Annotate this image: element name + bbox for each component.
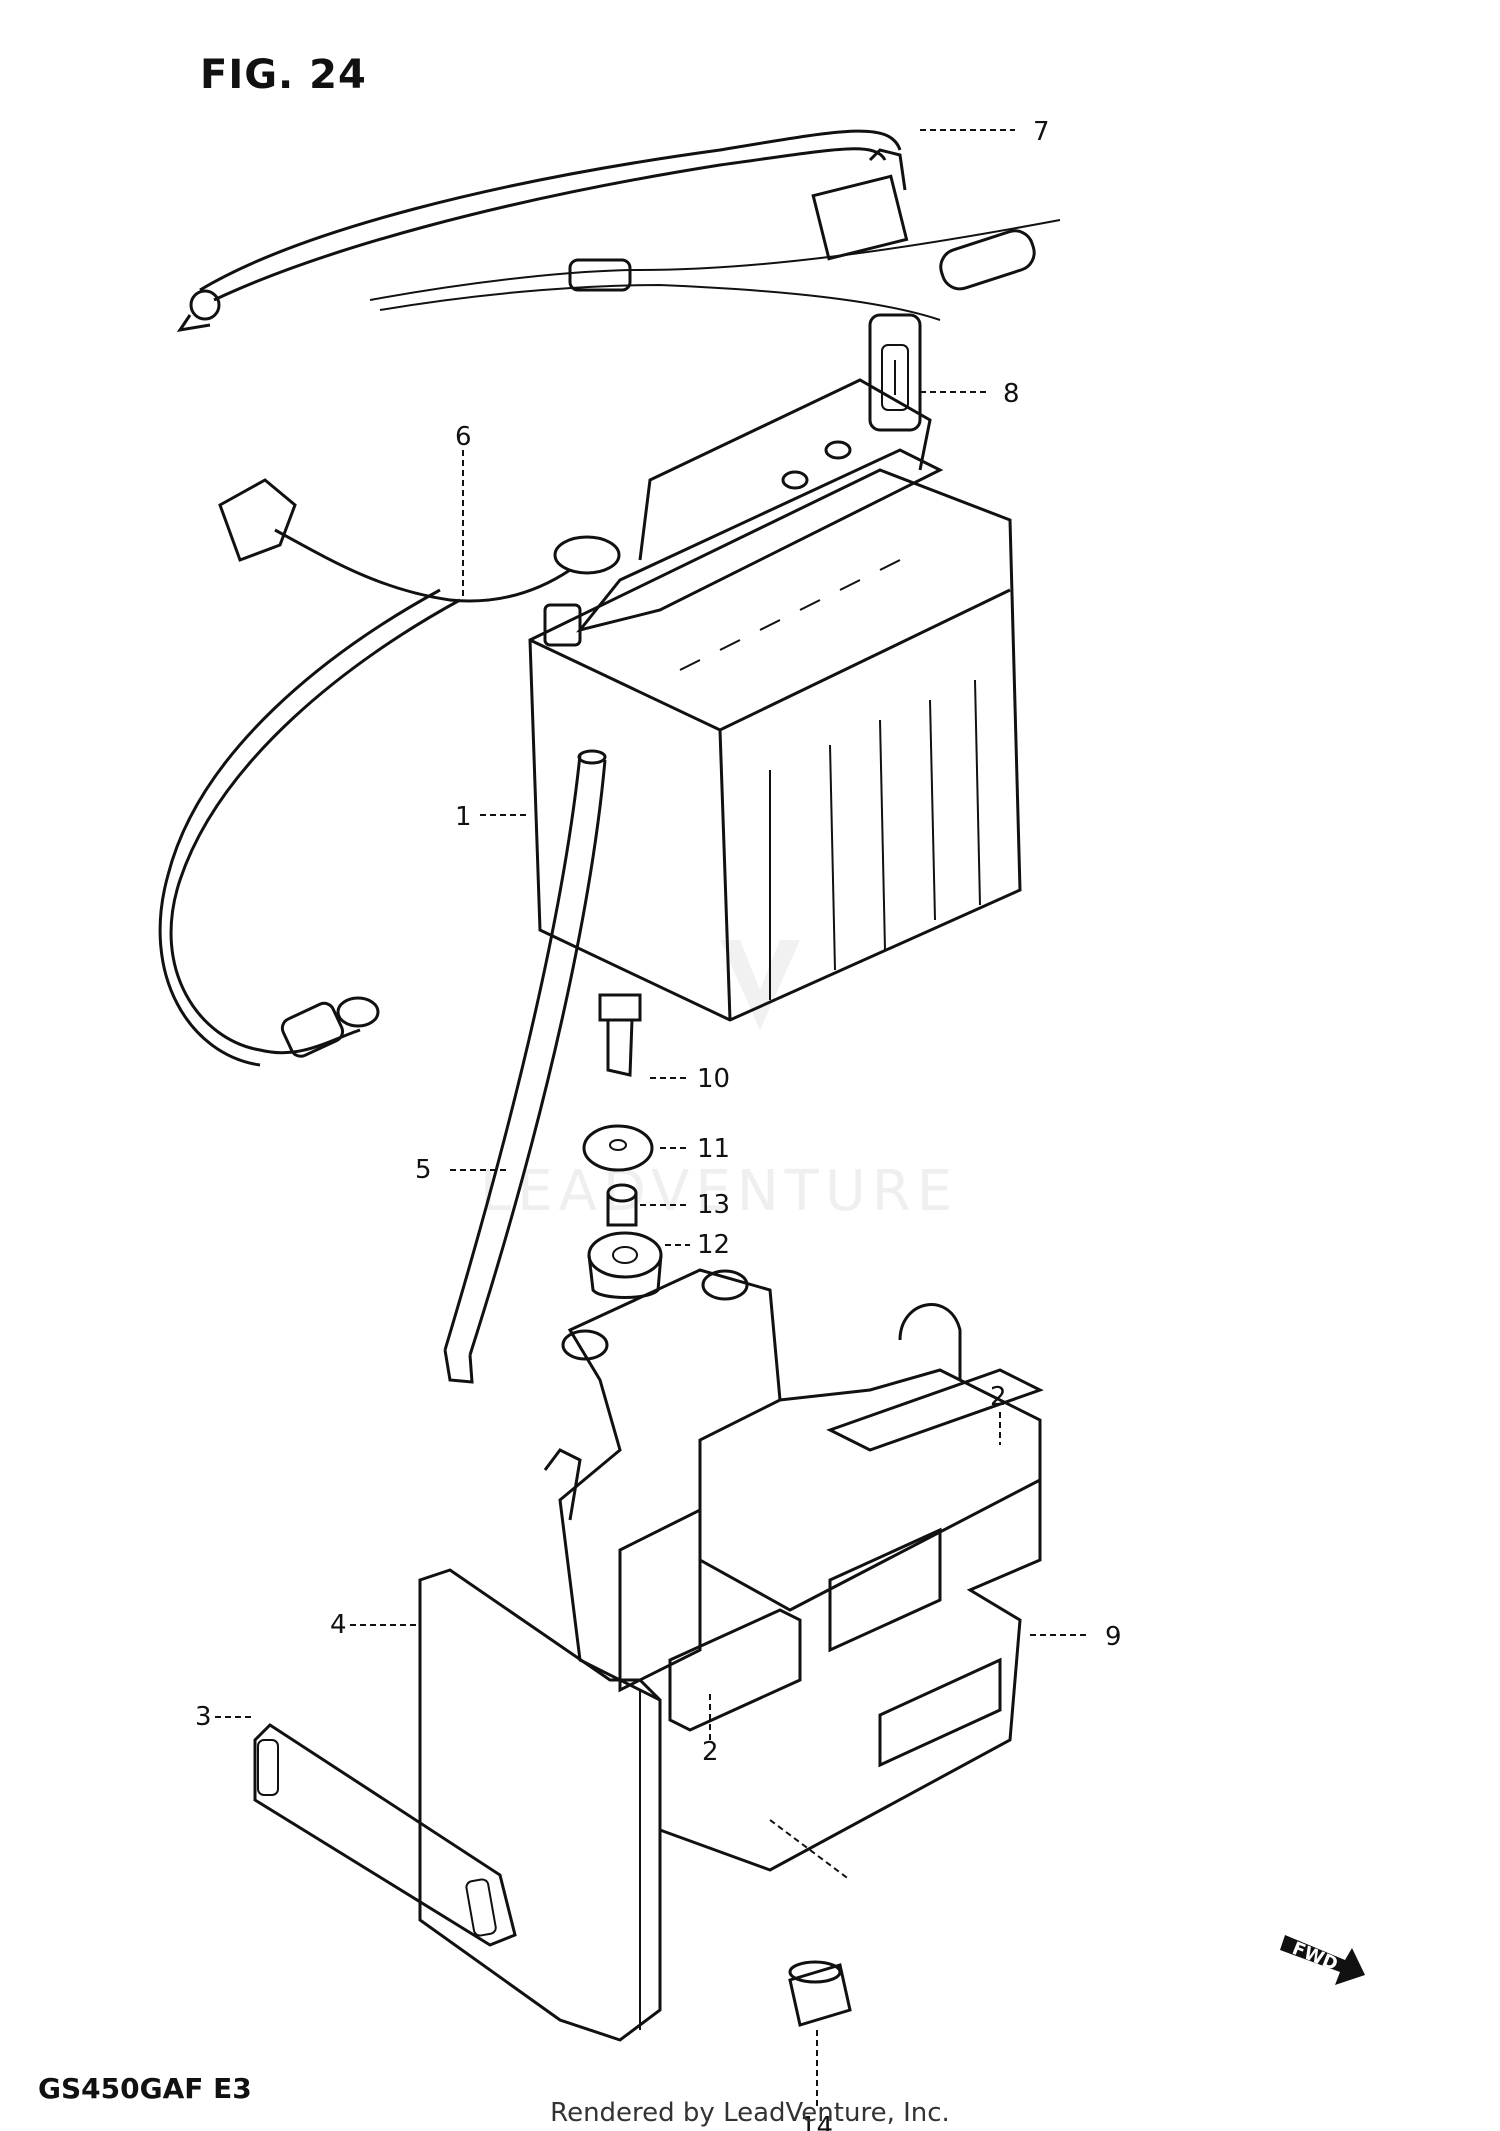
part-3-strap [253, 1723, 517, 1947]
callout-4: 4 [330, 1610, 347, 1640]
part-14-cap [788, 1960, 852, 2027]
fwd-label: FWD [1289, 1938, 1341, 1975]
callout-1: 1 [455, 802, 472, 832]
figure-title: FIG. 24 [200, 52, 367, 98]
callout-3: 3 [195, 1702, 212, 1732]
part-9-battery-holder [543, 1268, 1042, 1872]
callout-6: 6 [455, 422, 472, 452]
callout-12: 12 [697, 1230, 730, 1260]
part-10-bolt [598, 993, 642, 1077]
callout-7: 7 [1033, 117, 1050, 147]
part-13-collar [606, 1183, 638, 1227]
part-12-cushion [587, 1231, 663, 1299]
fwd-arrow-icon: FWD [1280, 1935, 1365, 1985]
callout-5: 5 [415, 1155, 432, 1185]
part-2-cushion-upper [826, 1368, 1044, 1452]
callout-14: 14 [800, 2112, 833, 2131]
callout-2-lower: 2 [702, 1737, 719, 1767]
part-4-cover [418, 1568, 662, 2042]
render-credit: Rendered by LeadVenture, Inc. [550, 2098, 950, 2128]
part-8-fuse-holder [868, 313, 922, 432]
leadventure-watermark: LEADVENTURE [480, 940, 958, 1224]
callout-10: 10 [697, 1064, 730, 1094]
leader-lines [215, 129, 1090, 2110]
callouts: 7 8 6 1 5 10 11 13 12 2 9 4 3 2 14 [195, 117, 1122, 2131]
part-6-battery-cable [158, 478, 621, 1067]
callout-13: 13 [697, 1190, 730, 1220]
callout-9: 9 [1105, 1622, 1122, 1652]
callout-11: 11 [697, 1134, 730, 1164]
model-code: GS450GAF E3 [38, 2072, 252, 2105]
part-7-harness [176, 129, 1061, 333]
part-5-breather-tube [443, 749, 607, 1384]
part-2-cushion-lower [668, 1608, 802, 1732]
callout-8: 8 [1003, 379, 1020, 409]
part-1-battery [528, 378, 1022, 1022]
part-11-washer [582, 1124, 654, 1172]
watermark-text: LEADVENTURE [480, 1159, 958, 1224]
callout-2-upper: 2 [990, 1382, 1007, 1412]
